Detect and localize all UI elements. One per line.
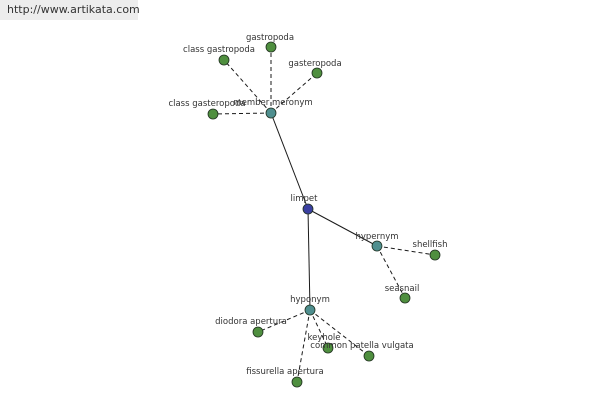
source-link[interactable]: http://www.artikata.com: [7, 3, 140, 16]
node-circle-limpet[interactable]: [302, 203, 314, 215]
node-label-class-gasteropoda: class gasteropoda: [168, 99, 245, 109]
node-label-hyponym: hyponym: [290, 295, 330, 305]
edge-member-meronym-to-class-gasteropoda: [212, 112, 272, 115]
node-diodora-apertura[interactable]: diodora apertura: [215, 317, 287, 338]
edge-hyponym-to-fissurella-apertura: [296, 309, 311, 383]
node-label-keyhole: keyhole: [307, 333, 340, 343]
node-circle-shellfish[interactable]: [429, 249, 441, 261]
node-circle-seasnail[interactable]: [399, 292, 411, 304]
node-class-gastropoda[interactable]: class gastropoda: [183, 45, 255, 66]
node-circle-hyponym[interactable]: [304, 304, 316, 316]
node-circle-fissurella-apertura[interactable]: [291, 376, 303, 388]
edge-limpet-to-hyponym: [307, 208, 311, 311]
node-label-limpet: limpet: [291, 194, 319, 204]
source-banner: http://www.artikata.com: [0, 0, 140, 20]
node-shellfish[interactable]: shellfish: [413, 240, 448, 261]
edge-hypernym-to-shellfish: [376, 245, 436, 256]
node-gasteropoda[interactable]: gasteropoda: [288, 59, 342, 79]
edge-limpet-to-hypernym: [307, 208, 378, 247]
node-circle-class-gastropoda[interactable]: [218, 54, 230, 66]
node-circle-gastropoda[interactable]: [265, 41, 277, 53]
node-label-fissurella-apertura: fissurella apertura: [246, 367, 324, 377]
edge-limpet-to-member-meronym: [270, 112, 309, 210]
node-circle-gasteropoda[interactable]: [311, 67, 323, 79]
node-hypernym[interactable]: hypernym: [355, 232, 399, 252]
node-label-gastropoda: gastropoda: [246, 33, 294, 43]
node-label-class-gastropoda: class gastropoda: [183, 45, 255, 55]
node-label-common-patella-vulgata: common patella vulgata: [310, 341, 413, 351]
node-seasnail[interactable]: seasnail: [385, 284, 420, 304]
node-fissurella-apertura[interactable]: fissurella apertura: [246, 367, 324, 388]
node-circle-keyhole[interactable]: [322, 342, 334, 354]
node-label-seasnail: seasnail: [385, 284, 420, 294]
node-common-patella-vulgata[interactable]: common patella vulgata: [310, 341, 414, 362]
node-limpet[interactable]: limpet: [291, 194, 319, 215]
node-member-meronym[interactable]: member meronym: [233, 98, 313, 119]
edge-member-meronym-to-class-gastropoda: [223, 59, 272, 114]
edge-member-meronym-to-gasteropoda: [270, 72, 318, 114]
node-label-shellfish: shellfish: [413, 240, 448, 250]
node-label-hypernym: hypernym: [355, 232, 398, 242]
node-hyponym[interactable]: hyponym: [290, 295, 330, 316]
node-keyhole[interactable]: keyhole: [307, 333, 341, 354]
node-circle-member-meronym[interactable]: [265, 107, 277, 119]
edges-layer: [212, 47, 436, 383]
node-label-gasteropoda: gasteropoda: [288, 59, 341, 69]
node-circle-common-patella-vulgata[interactable]: [363, 350, 375, 362]
node-circle-class-gasteropoda[interactable]: [207, 108, 219, 120]
node-gastropoda[interactable]: gastropoda: [246, 33, 294, 53]
node-label-diodora-apertura: diodora apertura: [215, 317, 287, 327]
node-circle-diodora-apertura[interactable]: [252, 326, 264, 338]
nodes-layer: limpet member meronym hypernym hyponym class…: [168, 33, 448, 388]
edge-hyponym-to-diodora-apertura: [257, 309, 311, 333]
node-circle-hypernym[interactable]: [371, 240, 383, 252]
node-label-member-meronym: member meronym: [233, 98, 312, 108]
edge-hyponym-to-common-patella-vulgata: [309, 309, 370, 357]
edge-hyponym-to-keyhole: [309, 309, 329, 349]
node-class-gasteropoda[interactable]: class gasteropoda: [168, 99, 246, 120]
edge-hypernym-to-seasnail: [376, 245, 406, 299]
